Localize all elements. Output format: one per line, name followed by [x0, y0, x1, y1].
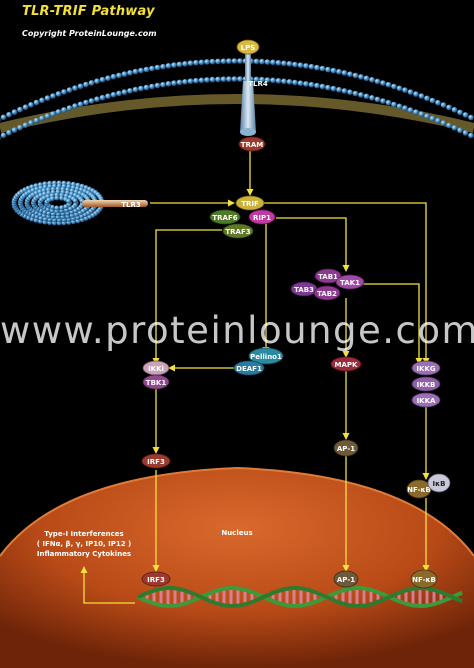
node-tab3: TAB3	[290, 281, 318, 297]
copyright-notice: Copyright ProteinLounge.com	[22, 29, 157, 38]
svg-text:TRAF3: TRAF3	[225, 228, 250, 236]
tlr4-label: TLR4	[248, 80, 268, 88]
watermark: www.proteinlounge.com	[0, 309, 474, 352]
svg-text:TBK1: TBK1	[146, 379, 167, 387]
node-ap1-cytoplasm: AP-1	[333, 439, 359, 457]
node-pellino1: Pellino1	[248, 347, 284, 365]
cell-membrane	[0, 58, 474, 140]
nucleus-label: Nucleus	[221, 529, 252, 537]
output-label: Type-I Interferences ( IFNα, β, γ, IP10,…	[37, 530, 131, 558]
svg-text:LPS: LPS	[241, 44, 256, 52]
svg-text:TAK1: TAK1	[340, 279, 360, 287]
node-lps: LPS	[236, 39, 260, 55]
node-irf3-cytoplasm: IRF3	[141, 453, 171, 469]
svg-text:IKKA: IKKA	[417, 397, 436, 405]
arrows	[80, 150, 430, 604]
nucleus: Nucleus	[0, 466, 474, 668]
svg-text:TAB3: TAB3	[294, 286, 314, 294]
svg-text:( IFNα, β, γ, IP10, IP12 ): ( IFNα, β, γ, IP10, IP12 )	[37, 540, 131, 548]
svg-text:AP-1: AP-1	[337, 445, 355, 453]
svg-text:TAB1: TAB1	[318, 273, 338, 281]
node-ikka: IKKA	[411, 392, 441, 408]
node-ikkg: IKKG	[411, 360, 441, 376]
svg-text:IκB: IκB	[433, 480, 446, 488]
dna-helix	[137, 585, 463, 609]
svg-text:NF-κB: NF-κB	[412, 576, 436, 584]
node-trif: TRIF	[235, 195, 265, 211]
node-deaf1: DEAF1	[233, 360, 265, 376]
node-ikb: IκB	[427, 473, 451, 493]
svg-text:TRAF6: TRAF6	[212, 214, 237, 222]
endosome	[11, 180, 105, 226]
node-rip1: RIP1	[248, 209, 276, 225]
svg-text:Pellino1: Pellino1	[250, 353, 282, 361]
diagram-title: TLR-TRIF Pathway	[22, 4, 155, 19]
node-nfkb-cytoplasm: NF-κB	[406, 479, 432, 499]
svg-text:TRIF: TRIF	[241, 200, 259, 208]
svg-text:RIP1: RIP1	[253, 214, 271, 222]
svg-text:Inflammatory Cytokines: Inflammatory Cytokines	[37, 550, 131, 558]
node-tab2: TAB2	[313, 285, 341, 301]
node-mapk: MAPK	[330, 356, 362, 372]
node-ap1-nucleus: AP-1	[333, 570, 359, 588]
svg-text:IRF3: IRF3	[147, 458, 165, 466]
node-tram: TRAM	[238, 136, 266, 152]
node-ikkb: IKKB	[411, 376, 441, 392]
tlr4-receptor	[240, 53, 256, 136]
node-tbk1: TBK1	[142, 374, 170, 390]
svg-text:MAPK: MAPK	[335, 361, 359, 369]
node-nfkb-nucleus: NF-κB	[410, 569, 438, 589]
node-traf6: TRAF6	[209, 209, 241, 225]
svg-text:NF-κB: NF-κB	[407, 486, 431, 494]
svg-text:IKKB: IKKB	[417, 381, 436, 389]
node-tab1: TAB1	[314, 268, 342, 284]
tlr3-label: TLR3	[121, 201, 141, 209]
svg-text:DEAF1: DEAF1	[236, 365, 262, 373]
node-ikki: IKKi	[142, 360, 170, 376]
node-traf3: TRAF3	[222, 223, 254, 239]
node-irf3-nucleus: IRF3	[141, 571, 171, 587]
svg-text:IKKi: IKKi	[148, 365, 164, 373]
svg-text:IKKG: IKKG	[416, 365, 435, 373]
svg-text:Type-I Interferences: Type-I Interferences	[44, 530, 123, 538]
node-tak1: TAK1	[335, 274, 365, 290]
tlr3-receptor	[82, 200, 148, 207]
svg-text:TAB2: TAB2	[317, 290, 337, 298]
svg-text:IRF3: IRF3	[147, 576, 165, 584]
svg-text:AP-1: AP-1	[337, 576, 355, 584]
svg-text:TRAM: TRAM	[241, 141, 264, 149]
